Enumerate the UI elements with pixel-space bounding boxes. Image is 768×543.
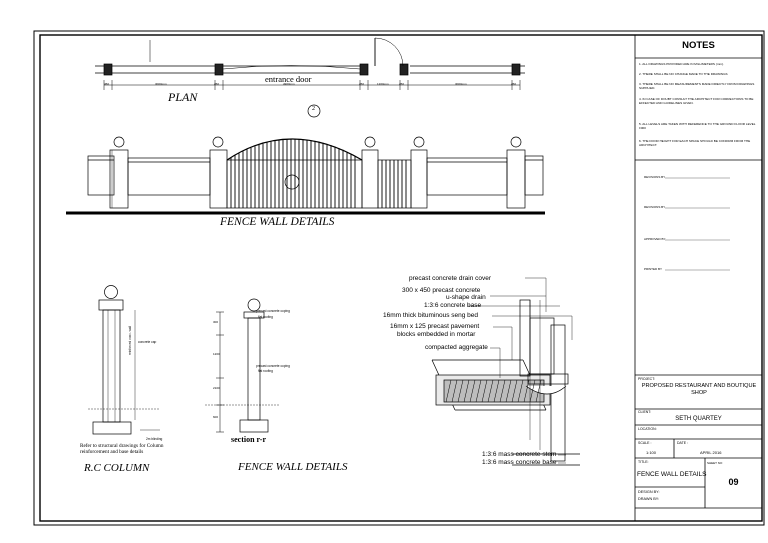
hatch-line bbox=[517, 379, 524, 403]
plan-dim: 3000mm bbox=[155, 82, 167, 86]
date-label: DATE : bbox=[677, 441, 689, 445]
plan-dim: 450 bbox=[511, 82, 517, 86]
client-name: SETH QUARTEY bbox=[675, 416, 722, 422]
plan-dim: 450 bbox=[399, 82, 405, 86]
hatch-line bbox=[475, 379, 482, 403]
section-dim: 300 bbox=[213, 320, 219, 324]
note-item: 4. IN CASE OF DOUBT CONSULT THE ARCHITEC… bbox=[639, 97, 754, 105]
drawing-title: FENCE WALL DETAILS bbox=[637, 471, 707, 478]
plan-dim: 450 bbox=[214, 82, 220, 86]
sheet-no-label: SHEET NO bbox=[707, 461, 723, 465]
plan-dim: 450 bbox=[359, 82, 365, 86]
plan-dim: 3000mm bbox=[455, 82, 467, 86]
rc-annotation: 2m blinding bbox=[146, 437, 163, 441]
design-by-label: DESIGN BY: bbox=[638, 490, 660, 494]
drain-callout: compacted aggregate bbox=[425, 344, 488, 351]
plan-title: PLAN bbox=[168, 90, 198, 104]
fence-elevation bbox=[66, 136, 545, 215]
hatch-line bbox=[481, 379, 488, 403]
fence-section-title: FENCE WALL DETAILS bbox=[238, 461, 348, 473]
note-item: 2. THERE SHALL BE NO CHANGE MADE TO THE … bbox=[639, 72, 728, 76]
rc-column-note: Refer to structural drawings for Column … bbox=[80, 443, 164, 455]
hatch-line bbox=[529, 379, 536, 403]
hatch-line bbox=[469, 379, 476, 403]
rc-annotation: concrete cap bbox=[138, 340, 157, 344]
plan-dim: 1200mm bbox=[377, 82, 389, 86]
hatch-line bbox=[535, 379, 542, 403]
fence-section-drawing bbox=[205, 298, 280, 433]
location-label: LOCATION: bbox=[638, 427, 657, 431]
drain-callout: blocks embedded in mortar bbox=[397, 331, 476, 338]
hatch-line bbox=[487, 379, 494, 403]
scale-label: SCALE : bbox=[638, 441, 652, 445]
note-item: 3. THERE SHALL BE NO MEASUREMENTS MADE D… bbox=[639, 82, 755, 90]
project-label: PROJECT: bbox=[638, 377, 655, 381]
revision-label: APPROVED BY bbox=[644, 237, 666, 241]
fence-elevation-title: FENCE WALL DETAILS bbox=[220, 216, 335, 228]
plan-dim: 4900mm bbox=[283, 82, 295, 86]
title-block bbox=[634, 34, 763, 522]
gate-bars bbox=[230, 139, 407, 208]
outer-border bbox=[33, 30, 765, 526]
revision-label: REVISIONS BY bbox=[644, 175, 666, 179]
drain-detail-drawing bbox=[431, 299, 580, 466]
rc-column-drawing bbox=[88, 285, 160, 435]
hatch-line bbox=[511, 379, 518, 403]
client-label: CLIENT: bbox=[638, 410, 652, 414]
section-dim: 1200 bbox=[213, 352, 220, 356]
section-dim: 600 bbox=[213, 415, 219, 419]
drain-callout-leaders bbox=[468, 277, 573, 464]
drain-callout: 1:3:6 mass concrete stem bbox=[482, 451, 557, 458]
hatch-line bbox=[499, 379, 506, 403]
section-annotation: flat roofing bbox=[258, 315, 273, 319]
section-dim: 2100 bbox=[213, 386, 220, 390]
section-marker-number: 2 bbox=[312, 106, 315, 112]
drain-hatch-pattern bbox=[445, 379, 542, 403]
section-label: section r-r bbox=[231, 435, 267, 444]
entrance-door-label: entrance door bbox=[265, 74, 312, 84]
notes-heading: NOTES bbox=[682, 40, 715, 51]
hatch-line bbox=[523, 379, 530, 403]
drain-callout: 1:3:6 concrete base bbox=[424, 302, 482, 309]
title-label: TITLE: bbox=[638, 460, 649, 464]
drain-callout: 1:3:6 mass concrete base bbox=[482, 459, 557, 466]
section-annotation: precast concrete coping bbox=[256, 309, 290, 313]
hatch-line bbox=[493, 379, 500, 403]
date-value: APRIL 2016 bbox=[700, 450, 722, 455]
revision-label: PRINTED BY bbox=[644, 267, 663, 271]
hatch-line bbox=[457, 379, 464, 403]
scale-value: 1:100 bbox=[646, 450, 657, 455]
section-annotation: flat roofing bbox=[258, 369, 273, 373]
drain-callout: u-shape drain bbox=[446, 294, 486, 301]
drain-callout: 16mm x 125 precast pavement bbox=[390, 323, 480, 330]
drawn-by-label: DRAWN BY: bbox=[638, 497, 660, 501]
plan-view bbox=[95, 37, 525, 90]
drain-callout: 300 x 450 precast concrete bbox=[402, 287, 481, 294]
sheet-number: 09 bbox=[728, 477, 739, 487]
drain-callout: 16mm thick bituminous seng bed bbox=[383, 312, 479, 319]
project-name: PROPOSED RESTAURANT AND BOUTIQUE SHOP bbox=[641, 383, 757, 396]
hatch-line bbox=[505, 379, 512, 403]
hatch-line bbox=[445, 379, 452, 403]
rc-column-title: R.C COLUMN bbox=[84, 462, 150, 474]
section-annotation: precast concrete coping bbox=[256, 364, 290, 368]
note-item: 1. ALL DRAWINGS PROVIDED ARE IN MILLIMET… bbox=[639, 62, 724, 66]
drain-callout: precast concrete drain cover bbox=[409, 275, 492, 282]
rc-annotation: reinforced conc. wall bbox=[128, 325, 132, 355]
note-item: 6. THE DOOR HEIGHT FOR EACH SPACE SHOULD… bbox=[639, 139, 751, 147]
note-item: 5. ALL LEVELS ARE TAKEN WITH REFERENCE T… bbox=[639, 122, 756, 130]
plan-dim: 450 bbox=[104, 82, 110, 86]
hatch-line bbox=[463, 379, 470, 403]
revision-label: REVISIONS BY bbox=[644, 205, 666, 209]
hatch-line bbox=[451, 379, 458, 403]
section-marker bbox=[307, 104, 321, 118]
